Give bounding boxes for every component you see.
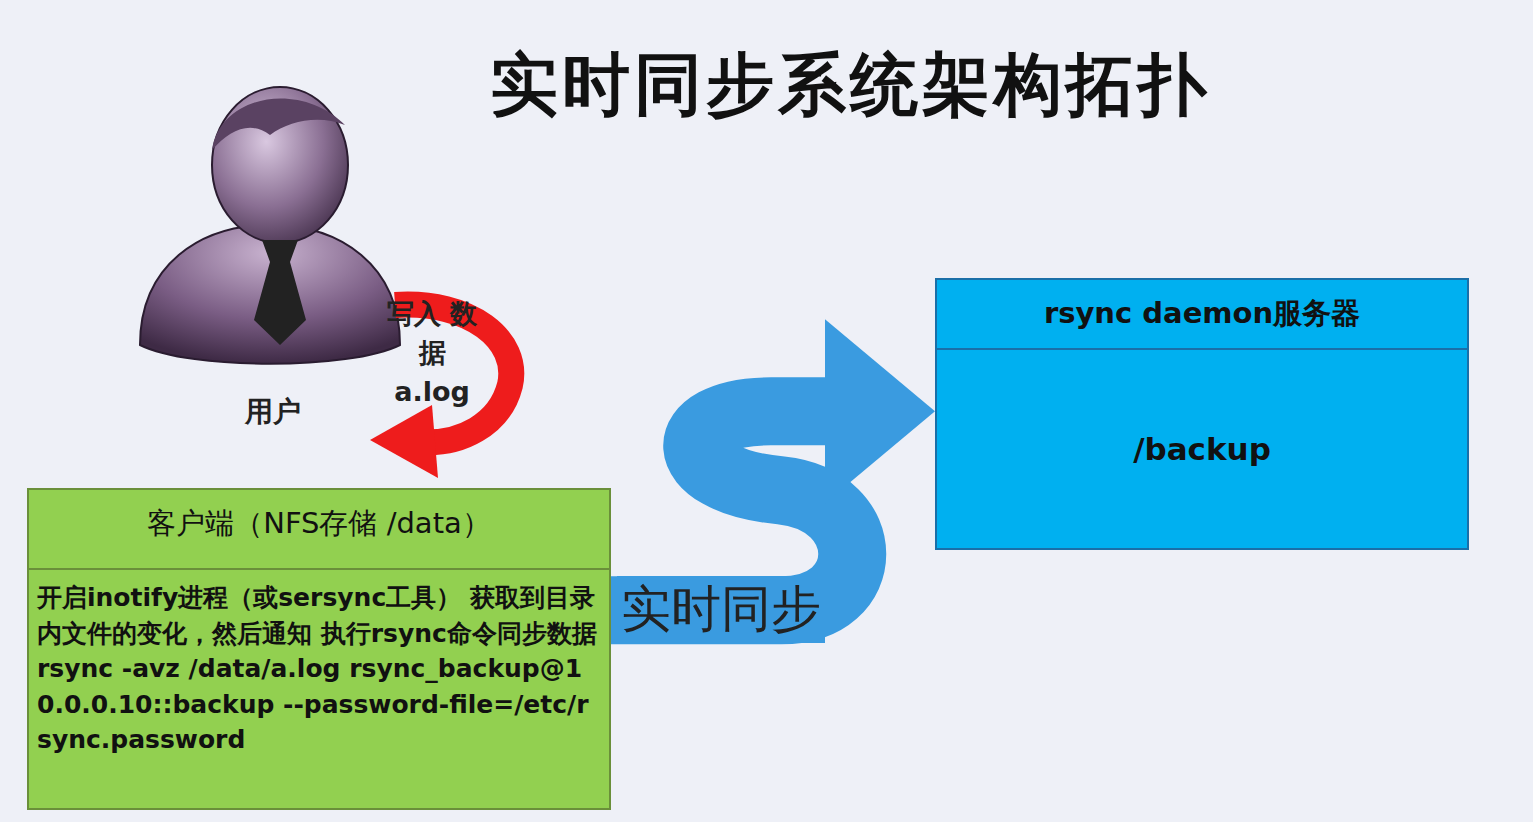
write-data-label: 写入 数据 a.log (386, 294, 478, 411)
arrow-head (825, 319, 935, 503)
edge-label: 实时同步 (617, 576, 825, 643)
client-box: 客户端（NFS存储 /data）开启inotify进程（或sersync工具） … (27, 488, 611, 810)
user-label: 用户 (228, 392, 318, 433)
box-heading: rsync daemon服务器 (937, 280, 1467, 350)
box-heading: 客户端（NFS存储 /data） (29, 490, 609, 570)
user-figure (140, 87, 400, 364)
box-body: /backup (937, 350, 1467, 548)
sync-arrow (611, 319, 935, 610)
box-body: 开启inotify进程（或sersync工具） 获取到目录内文件的变化，然后通知… (29, 570, 609, 768)
title: 实时同步系统架构拓扑 (330, 40, 1370, 131)
server-box: rsync daemon服务器/backup (935, 278, 1469, 550)
